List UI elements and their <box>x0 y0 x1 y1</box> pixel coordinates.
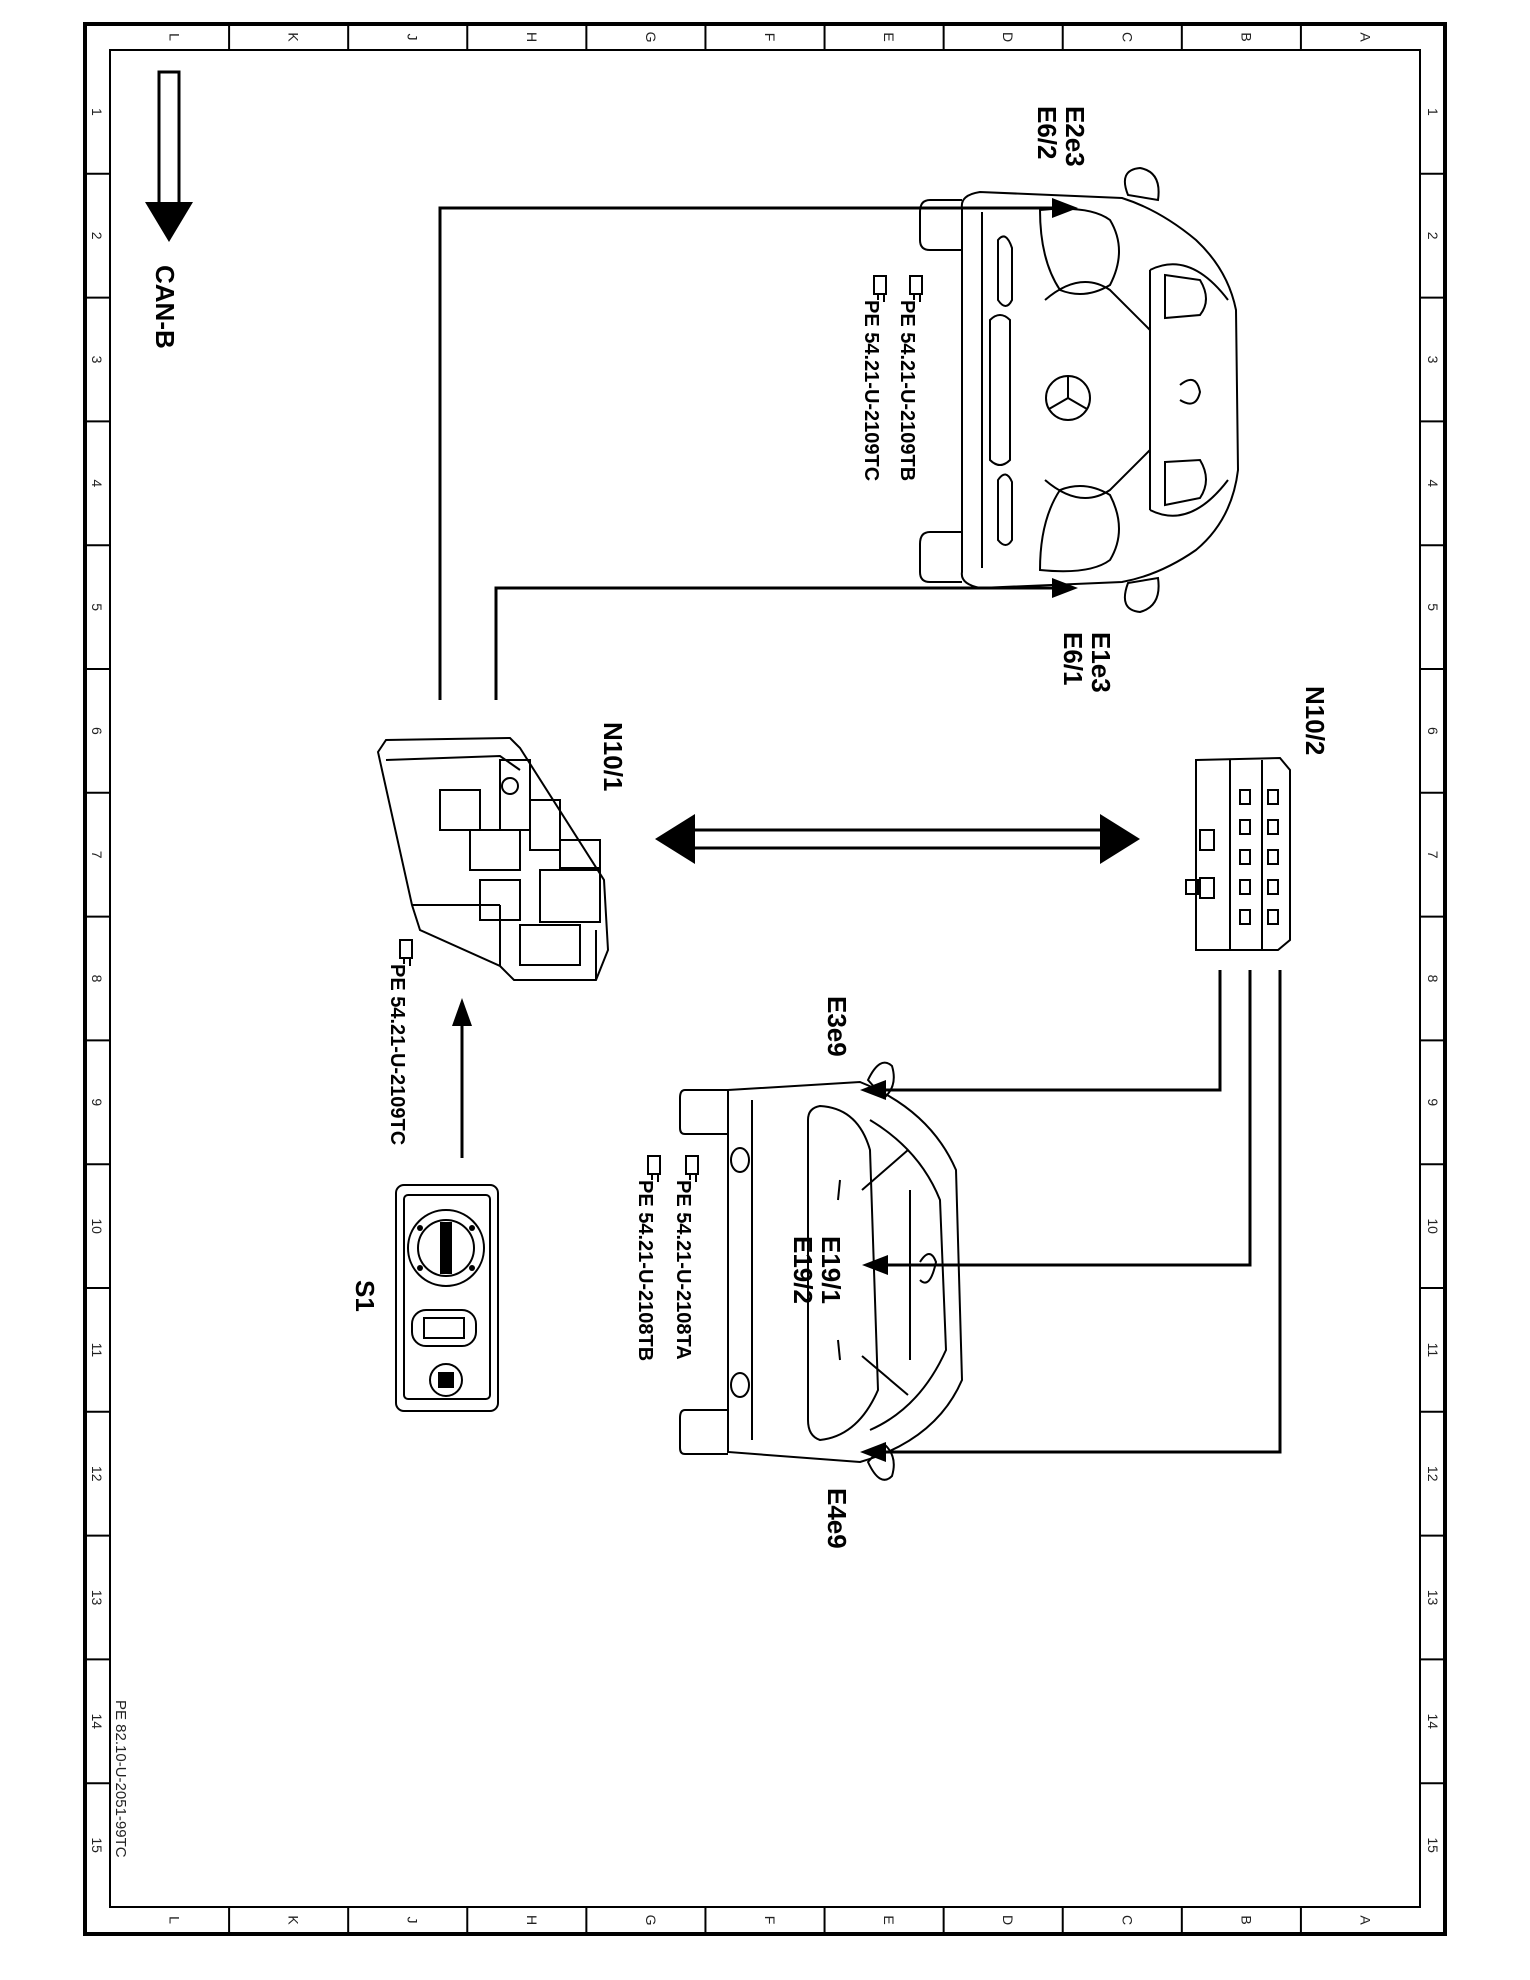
grid-number: 9 <box>89 1098 105 1106</box>
front-ref-2: PE 54.21-U-2109TC <box>860 300 882 481</box>
label-e3e9: E3e9 <box>822 996 852 1057</box>
can-link-arrow <box>655 814 1140 864</box>
grid-number: 7 <box>89 851 105 859</box>
grid-number: 5 <box>89 603 105 611</box>
label-e2e3: E2e3 <box>1060 106 1090 167</box>
grid-letter: K <box>286 1915 302 1925</box>
grid-letter: J <box>405 34 421 41</box>
inner-frame <box>109 49 1421 1908</box>
grid-letter: C <box>1119 1915 1135 1925</box>
down-arrow-icon <box>157 70 181 206</box>
rear-ref-2: PE 54.21-U-2108TB <box>634 1180 656 1361</box>
grid-letter: K <box>286 32 302 42</box>
grid-number: 6 <box>1425 727 1441 735</box>
grid-number: 14 <box>1425 1714 1441 1730</box>
grid-number: 4 <box>1425 479 1441 487</box>
grid-number: 15 <box>1425 1837 1441 1853</box>
pointing-hand-icon <box>873 275 887 302</box>
wire-e3e9 <box>878 970 1222 1092</box>
grid-number: 14 <box>89 1714 105 1730</box>
grid-letter: A <box>1357 1915 1373 1925</box>
grid-letter: J <box>405 1917 421 1924</box>
wire-e2e3 <box>438 206 1060 700</box>
grid-number: 2 <box>1425 232 1441 240</box>
n10-2-module <box>1185 756 1291 951</box>
pointing-hand-icon <box>685 1155 699 1182</box>
wire-e19 <box>880 970 1252 1267</box>
grid-letter: G <box>643 32 659 43</box>
grid-number: 12 <box>1425 1466 1441 1482</box>
grid-number: 9 <box>1425 1098 1441 1106</box>
grid-letter: B <box>1238 32 1254 41</box>
front-vehicle-illustration <box>919 166 1240 614</box>
grid-letter: E <box>881 32 897 41</box>
grid-letter: A <box>1357 32 1373 42</box>
grid-number: 8 <box>89 975 105 983</box>
grid-number: 15 <box>89 1837 105 1853</box>
grid-letter: B <box>1238 1915 1254 1924</box>
grid-letter: F <box>762 1916 778 1925</box>
can-b-label: CAN-B <box>150 265 180 349</box>
grid-number: 13 <box>1425 1590 1441 1606</box>
front-ref-1: PE 54.21-U-2109TB <box>896 300 918 481</box>
grid-number: 6 <box>89 727 105 735</box>
label-e1e3: E1e3 <box>1086 632 1116 693</box>
grid-number: 8 <box>1425 975 1441 983</box>
grid-letter: L <box>167 33 183 41</box>
grid-number: 1 <box>89 108 105 116</box>
pointing-hand-icon <box>909 275 923 302</box>
outer-frame <box>83 22 1447 1936</box>
label-s1: S1 <box>350 1280 380 1312</box>
grid-letter: C <box>1119 32 1135 42</box>
pointing-hand-icon <box>399 939 413 966</box>
grid-letter: H <box>524 32 540 42</box>
grid-letter: F <box>762 33 778 42</box>
wire-e1e3 <box>494 586 1060 700</box>
grid-letter: H <box>524 1915 540 1925</box>
grid-number: 1 <box>1425 108 1441 116</box>
grid-number: 13 <box>89 1590 105 1606</box>
grid-number: 4 <box>89 479 105 487</box>
grid-letter: G <box>643 1915 659 1926</box>
grid-letter: E <box>881 1915 897 1924</box>
module-ref: PE 54.21-U-2109TC <box>386 964 408 1145</box>
n10-1-module <box>376 736 610 981</box>
grid-letter: D <box>1000 1915 1016 1925</box>
wire-e4e9 <box>878 970 1282 1454</box>
document-number: PE 82.10-U-2051-99TC <box>112 1700 129 1858</box>
grid-letter: D <box>1000 32 1016 42</box>
label-n10-2: N10/2 <box>1300 686 1330 755</box>
grid-number: 7 <box>1425 851 1441 859</box>
label-e4e9: E4e9 <box>822 1488 852 1549</box>
grid-number: 10 <box>89 1218 105 1234</box>
grid-letter: L <box>167 1916 183 1924</box>
label-n10-1: N10/1 <box>598 722 628 791</box>
grid-number: 12 <box>89 1466 105 1482</box>
label-e6-2: E6/2 <box>1032 106 1062 160</box>
label-e19-2: E19/2 <box>788 1236 818 1304</box>
grid-number: 3 <box>1425 356 1441 364</box>
grid-number: 3 <box>89 356 105 364</box>
rear-vehicle-illustration <box>679 1061 964 1481</box>
grid-number: 11 <box>1425 1343 1441 1358</box>
rear-ref-1: PE 54.21-U-2108TA <box>672 1180 694 1360</box>
can-b-arrow <box>145 70 193 242</box>
label-e6-1: E6/1 <box>1058 632 1088 686</box>
grid-number: 10 <box>1425 1218 1441 1234</box>
grid-number: 2 <box>89 232 105 240</box>
label-e19-1: E19/1 <box>816 1236 846 1304</box>
s1-light-switch <box>395 1184 499 1412</box>
grid-number: 5 <box>1425 603 1441 611</box>
grid-number: 11 <box>89 1343 105 1358</box>
pointing-hand-icon <box>647 1155 661 1182</box>
